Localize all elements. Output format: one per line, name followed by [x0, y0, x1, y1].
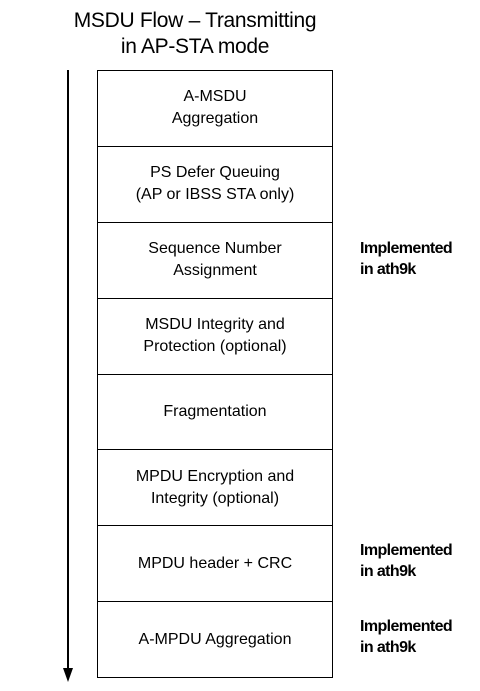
- step-ps-defer-queuing: PS Defer Queuing (AP or IBSS STA only): [98, 147, 332, 223]
- note-a-mpdu: Implemented in ath9k: [360, 618, 453, 656]
- msdu-flow-stack: A-MSDU Aggregation PS Defer Queuing (AP …: [97, 70, 333, 678]
- title-line-2: in AP-STA mode: [120, 35, 270, 58]
- flow-direction-arrow: [63, 70, 73, 682]
- title-line-1: MSDU Flow – Transmitting: [73, 9, 317, 32]
- step-msdu-integrity-protection: MSDU Integrity and Protection (optional): [98, 299, 332, 375]
- step-fragmentation: Fragmentation: [98, 375, 332, 451]
- implementation-notes: Implemented in ath9k Implemented in ath9…: [360, 70, 480, 678]
- note-mpdu-header: Implemented in ath9k: [360, 542, 453, 580]
- step-mpdu-encryption-integrity: MPDU Encryption and Integrity (optional): [98, 450, 332, 527]
- diagram-title: MSDU Flow – Transmitting in AP-STA mode: [0, 8, 390, 60]
- note-sequence-number: Implemented in ath9k: [360, 240, 453, 278]
- step-a-mpdu-aggregation: A-MPDU Aggregation: [138, 630, 292, 648]
- step-a-msdu-aggregation: A-MSDU Aggregation: [98, 71, 332, 147]
- step-mpdu-header-crc: MPDU header + CRC: [98, 526, 332, 603]
- step-sequence-number-assignment: Sequence Number Assignment: [98, 223, 332, 299]
